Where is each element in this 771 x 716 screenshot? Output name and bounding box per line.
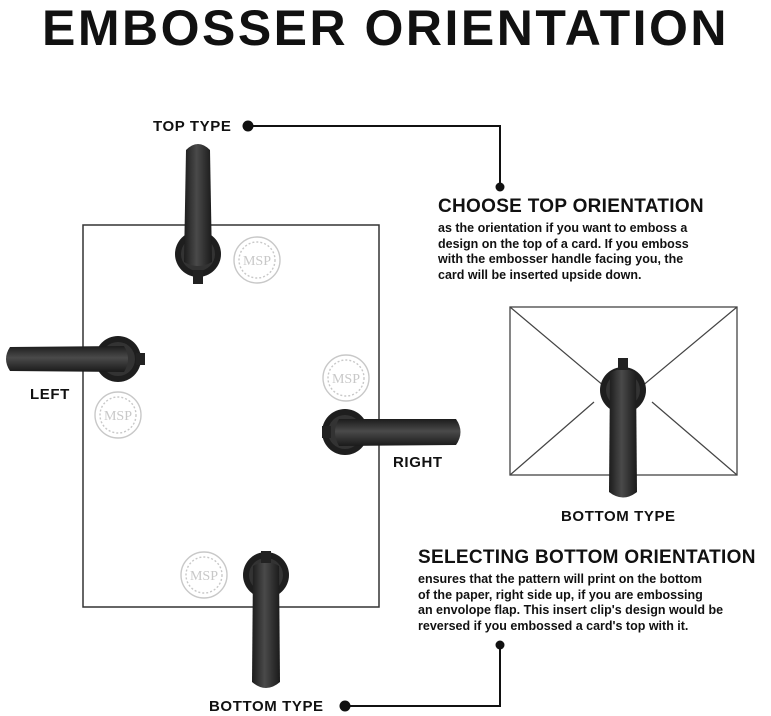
seal-monogram: MSP <box>190 569 218 584</box>
seal-monogram: MSP <box>332 372 360 387</box>
seal-monogram: MSP <box>243 254 271 269</box>
embosser-right <box>322 409 461 455</box>
connector-dots <box>242 120 505 712</box>
text-line: reversed if you embossed a card's top wi… <box>418 618 689 633</box>
connector-lines <box>248 125 501 707</box>
text-line: of the paper, right side up, if you are … <box>418 587 703 602</box>
bottom-orientation-block: SELECTING BOTTOM ORIENTATION ensures tha… <box>418 547 770 634</box>
seal-monogram: MSP <box>104 409 132 424</box>
label-bottom-type: BOTTOM TYPE <box>209 698 324 715</box>
text-line: with the embosser handle facing you, the <box>438 252 684 266</box>
top-orientation-text: as the orientation if you want to emboss… <box>438 221 768 283</box>
embosser-left <box>6 336 145 382</box>
bottom-orientation-text: ensures that the pattern will print on t… <box>418 572 770 634</box>
embosser-envelope <box>600 358 646 498</box>
text-line: card will be inserted upside down. <box>438 267 642 282</box>
label-left: LEFT <box>30 386 70 403</box>
text-line: an envolope flap. This insert clip's des… <box>418 603 724 617</box>
bottom-orientation-heading: SELECTING BOTTOM ORIENTATION <box>418 547 756 568</box>
text-line: ensures that the pattern will print on t… <box>418 572 703 586</box>
page-title: EMBOSSER ORIENTATION <box>41 0 730 56</box>
embosser-top <box>175 144 221 284</box>
label-envelope-bottom-type: BOTTOM TYPE <box>561 508 676 525</box>
seal-impressions: MSP MSP MSP MSP <box>94 236 370 599</box>
label-top-type: TOP TYPE <box>153 118 232 135</box>
top-orientation-block: CHOOSE TOP ORIENTATION as the orientatio… <box>438 196 768 283</box>
label-right: RIGHT <box>393 454 443 471</box>
embosser-bottom <box>243 551 289 688</box>
top-orientation-heading: CHOOSE TOP ORIENTATION <box>438 196 704 217</box>
text-line: design on the top of a card. If you embo… <box>438 236 689 251</box>
text-line: as the orientation if you want to emboss… <box>438 221 688 235</box>
